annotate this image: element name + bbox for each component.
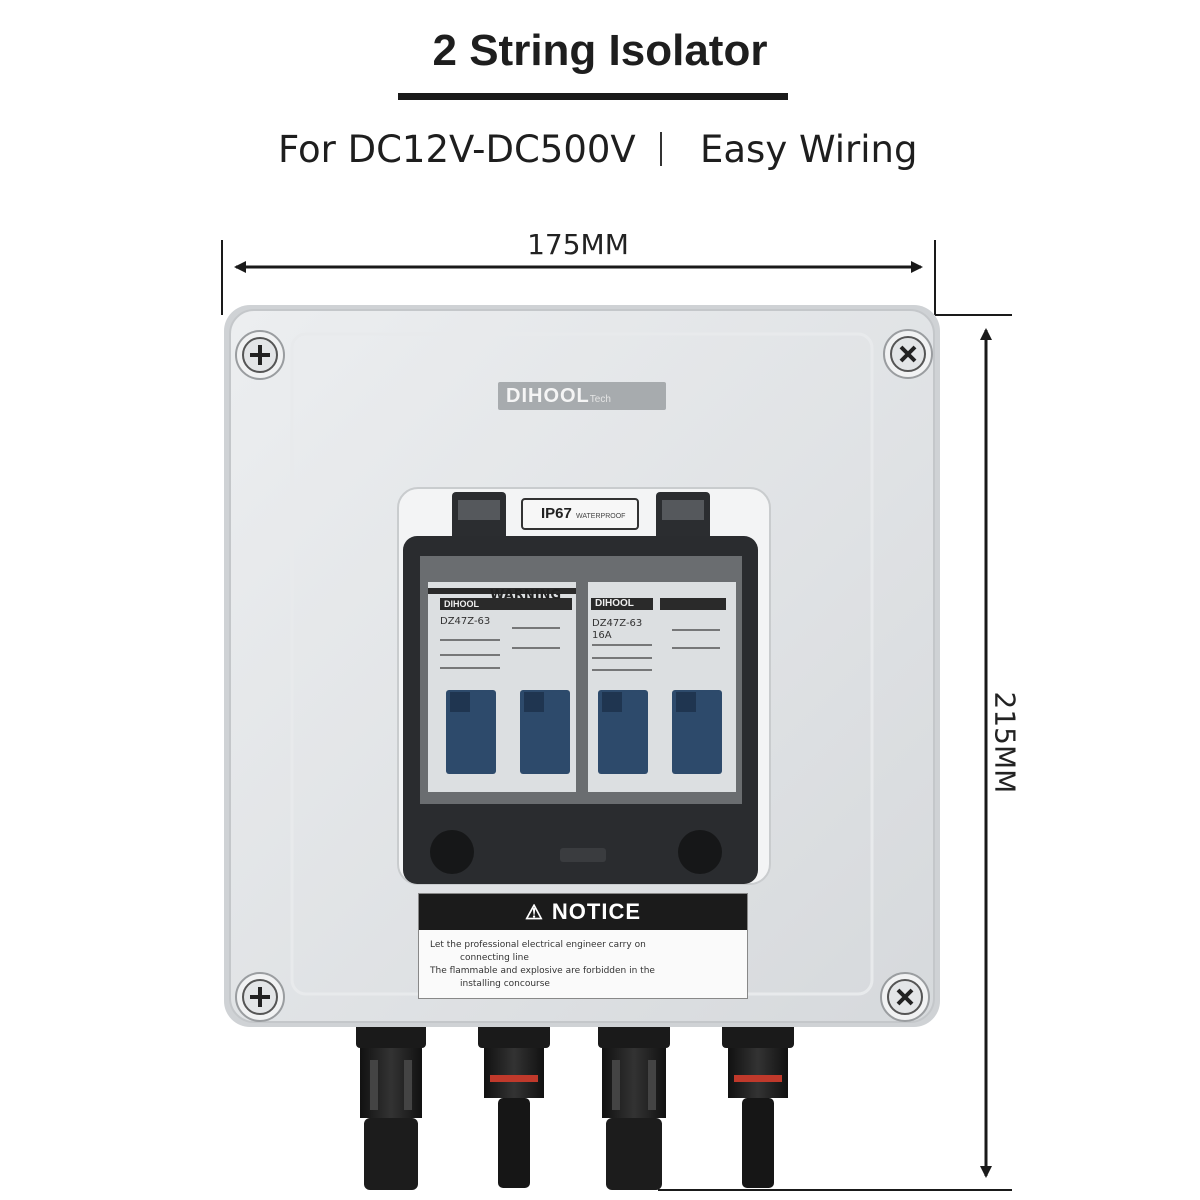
cover-lock-right xyxy=(678,830,722,874)
page-title: 2 String Isolator xyxy=(432,26,768,75)
width-dimension-label: 175MM xyxy=(527,228,629,261)
notice-line-1: Let the professional electrical engineer… xyxy=(430,940,646,950)
subtitle-separator xyxy=(660,132,662,166)
notice-heading: ⚠NOTICE xyxy=(419,894,747,930)
breaker-levers xyxy=(446,690,722,774)
screw-top-right xyxy=(883,329,933,379)
notice-line-2: The flammable and explosive are forbidde… xyxy=(430,966,655,976)
breaker-model-left: DZ47Z-63 xyxy=(440,616,491,627)
connector-1 xyxy=(356,1018,426,1190)
notice-line-1b: connecting line xyxy=(460,953,529,963)
ip-rating-label: IP67 WATERPROOF xyxy=(521,498,639,530)
breaker-brand-left: DIHOOL xyxy=(440,598,520,610)
mc4-connectors xyxy=(356,1018,794,1190)
title-underline xyxy=(398,93,788,100)
breaker-brand-right: DIHOOL xyxy=(591,598,653,610)
breaker-rating-right: 16A xyxy=(592,630,612,641)
notice-line-2b: installing concourse xyxy=(460,979,550,989)
brand-logo: DIHOOLTech xyxy=(498,382,666,410)
screw-bottom-left xyxy=(235,972,285,1022)
warning-triangle-icon: ⚠ xyxy=(524,902,544,924)
easy-wiring-text: Easy Wiring xyxy=(700,128,918,171)
voltage-range-text: For DC12V-DC500V xyxy=(278,128,636,171)
screw-top-left xyxy=(235,330,285,380)
connector-3 xyxy=(598,1018,670,1190)
width-dimension-lines xyxy=(221,240,936,315)
breaker-model-right: DZ47Z-63 xyxy=(592,618,643,629)
height-dimension-lines xyxy=(658,314,1012,1191)
connector-4 xyxy=(722,1018,794,1188)
cover-lock-left xyxy=(430,830,474,874)
connector-2 xyxy=(478,1018,550,1188)
screw-bottom-right xyxy=(880,972,930,1022)
